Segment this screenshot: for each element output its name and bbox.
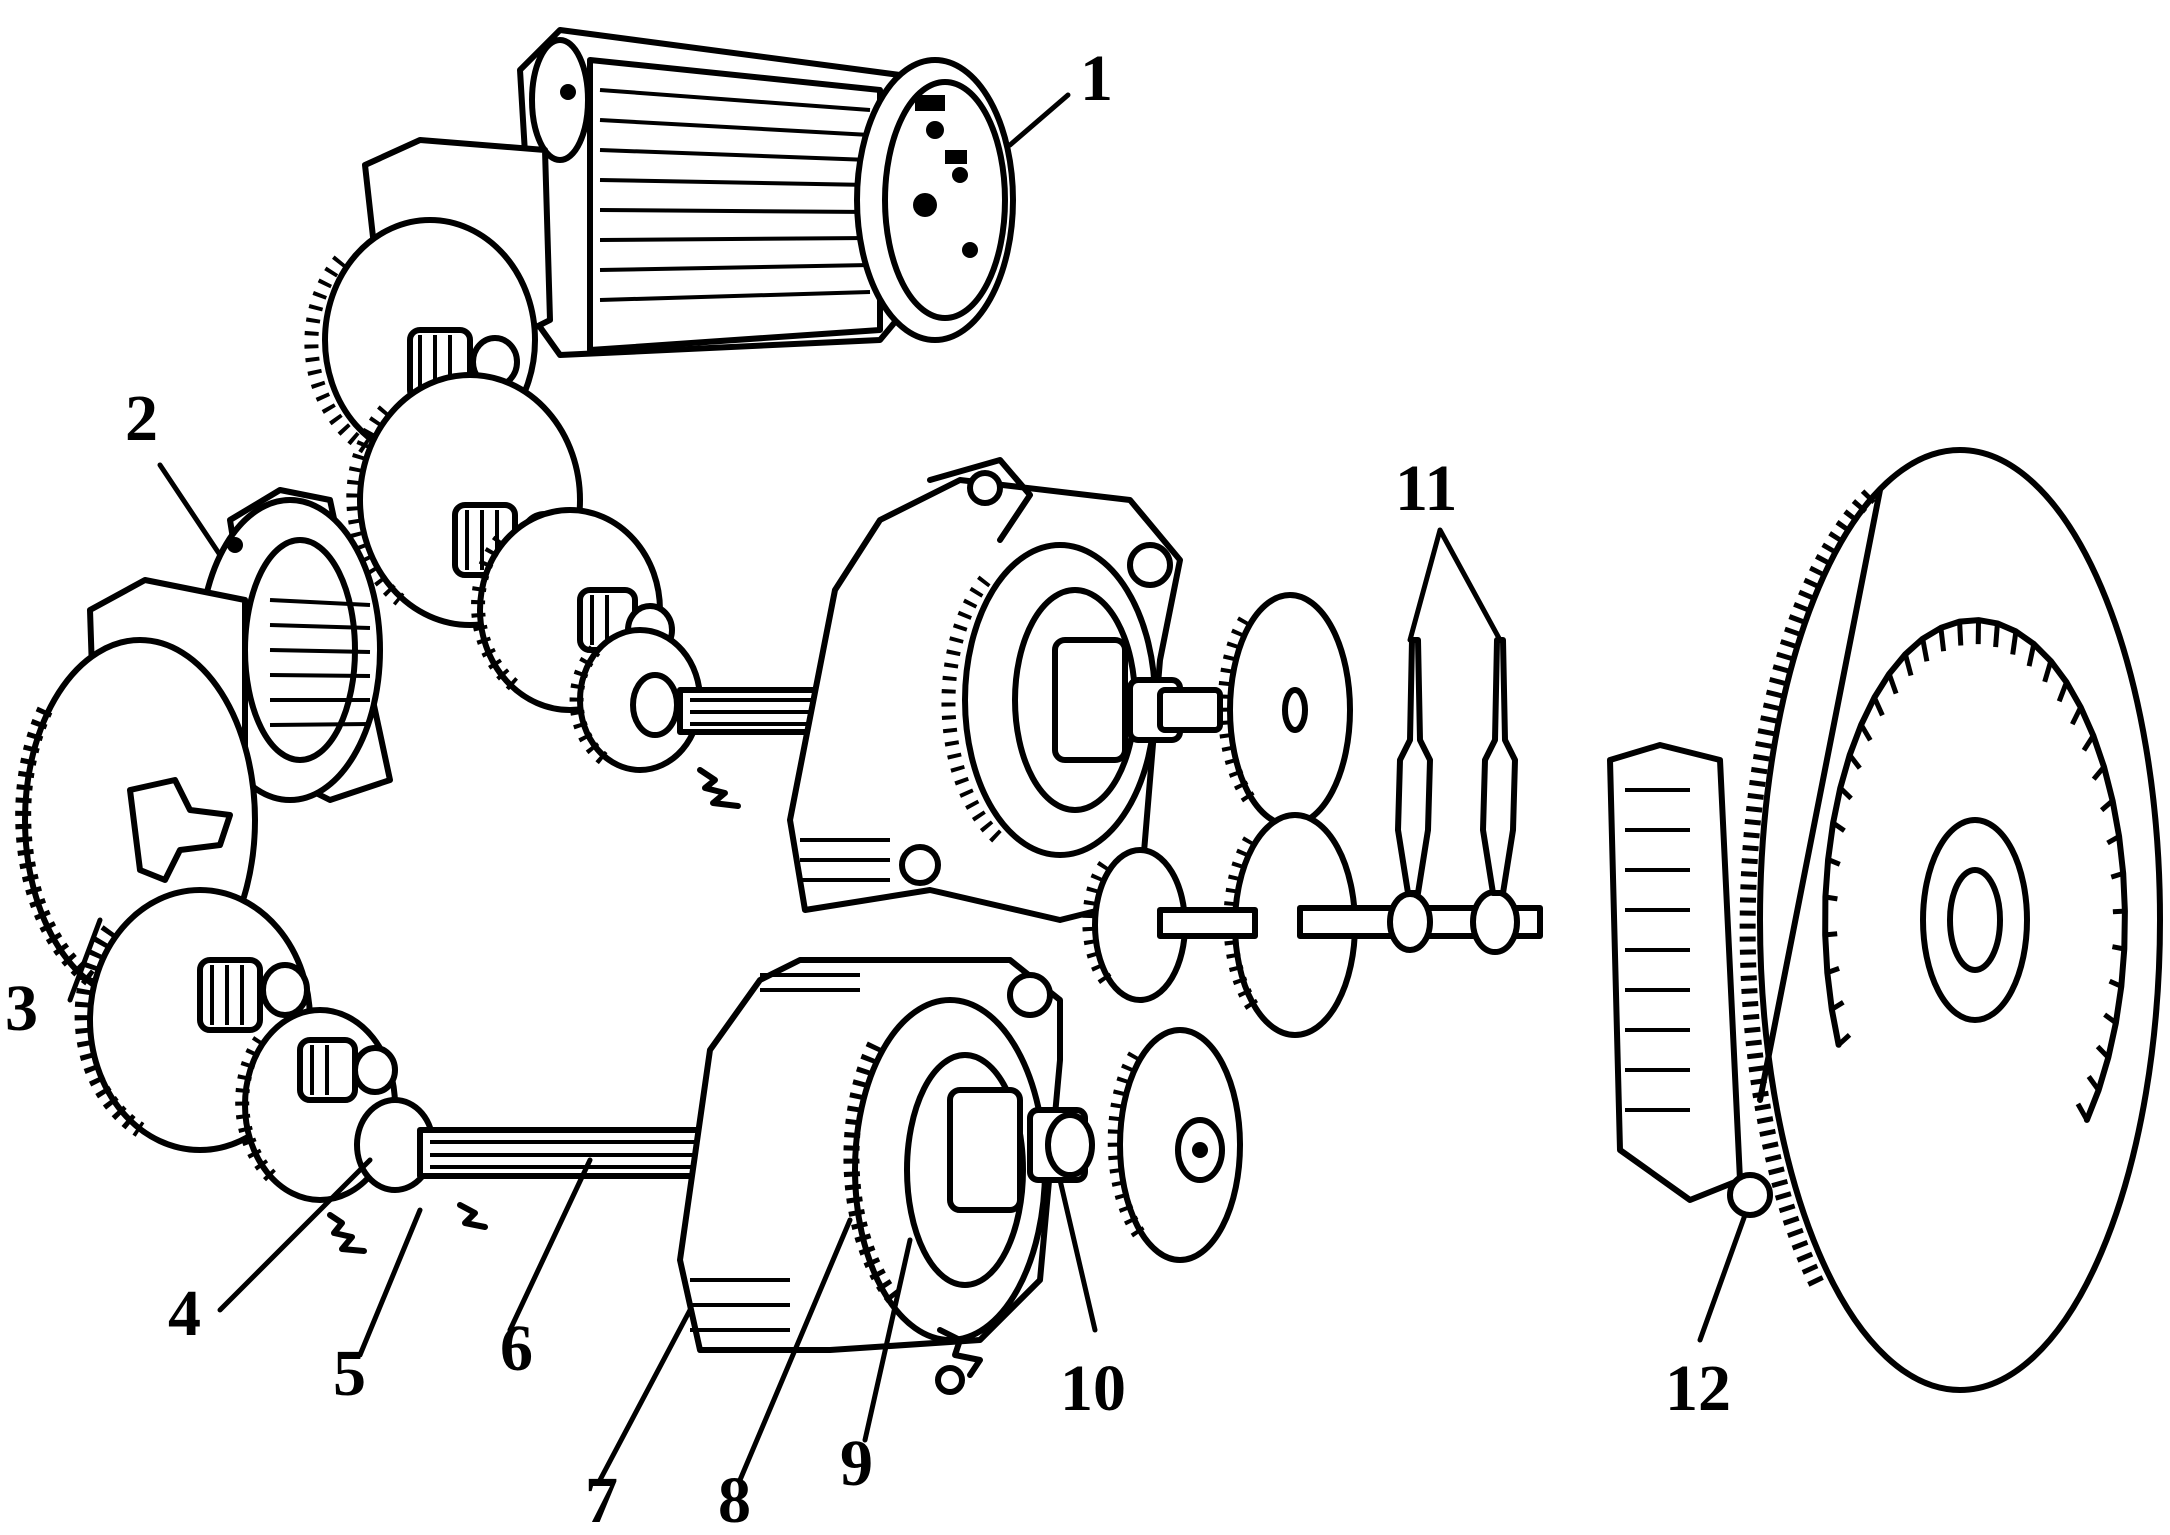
dial-tick [1872, 696, 1885, 717]
leader-2 [157, 462, 223, 558]
dial-tick [2099, 798, 2115, 813]
leader-1 [1007, 92, 1071, 148]
dial-tick [1824, 931, 1838, 938]
dial-scale [1822, 617, 2128, 1123]
leader-10 [1057, 1177, 1098, 1333]
dial-tick [1838, 786, 1853, 801]
upper-gear-chain [304, 217, 863, 809]
dial-tick [2095, 1044, 2111, 1060]
dial-tick [2010, 631, 2019, 655]
dial-tick [2106, 834, 2121, 846]
callout-5: 5 [333, 1337, 366, 1410]
dial-tick [2070, 706, 2083, 726]
leader-4 [217, 1157, 373, 1313]
leader-8 [737, 1217, 853, 1483]
callout-labels: 1 2 3 4 5 6 7 8 9 10 11 12 [5, 42, 1731, 1535]
lower-gear-chain [15, 577, 743, 1254]
dial-tick [2111, 944, 2125, 952]
callout-2: 2 [125, 382, 158, 455]
dial [1607, 447, 2163, 1393]
dial-tick [1993, 623, 2000, 648]
output-gears [1082, 592, 1543, 1263]
callout-6: 6 [500, 1312, 533, 1385]
callout-9: 9 [840, 1427, 873, 1500]
leader-5 [357, 1207, 423, 1358]
dial-tick [2103, 1012, 2118, 1025]
leader-lines [67, 92, 1748, 1483]
dial-tick [1886, 673, 1899, 695]
callout-7: 7 [585, 1464, 618, 1535]
callout-1: 1 [1080, 42, 1113, 115]
leader-3 [67, 917, 103, 1003]
dial-tick [2091, 765, 2106, 781]
dial-tick [1859, 723, 1873, 742]
dial-tick [2112, 908, 2126, 915]
dial-tick [2086, 1075, 2101, 1092]
upper-housing [787, 457, 1223, 923]
dial-tick [2056, 681, 2069, 703]
dial-tick [1847, 753, 1862, 770]
callout-11: 11 [1395, 452, 1457, 525]
dial-tick [1920, 638, 1930, 662]
dial-tick [2075, 1102, 2090, 1122]
callout-8: 8 [718, 1464, 751, 1535]
callout-4: 4 [168, 1277, 201, 1350]
leader-7 [597, 1307, 693, 1483]
dial-tick [1831, 820, 1846, 833]
leader-9 [862, 1237, 913, 1443]
leader-11 [1407, 527, 1503, 643]
lower-housing [677, 957, 1095, 1395]
leader-12 [1697, 1212, 1748, 1343]
dial-tick [1827, 857, 1841, 867]
pointers [1395, 637, 1518, 896]
dial-tick [1836, 1033, 1852, 1047]
dial-tick [2042, 660, 2054, 683]
dial-tick [1902, 653, 1914, 677]
callout-10: 10 [1060, 1352, 1126, 1425]
dial-tick [2110, 871, 2124, 880]
dial-tick [2026, 643, 2037, 667]
callout-12: 12 [1665, 1352, 1731, 1425]
dial-tick [1826, 966, 1840, 975]
dial-tick [1957, 621, 1964, 646]
dial-tick [1830, 1000, 1845, 1012]
dial-tick [1938, 627, 1947, 652]
callout-3: 3 [5, 972, 38, 1045]
leader-6 [507, 1157, 593, 1333]
dial-tick [1825, 894, 1838, 902]
dial-tick [2081, 734, 2096, 752]
dial-tick [2108, 978, 2123, 989]
